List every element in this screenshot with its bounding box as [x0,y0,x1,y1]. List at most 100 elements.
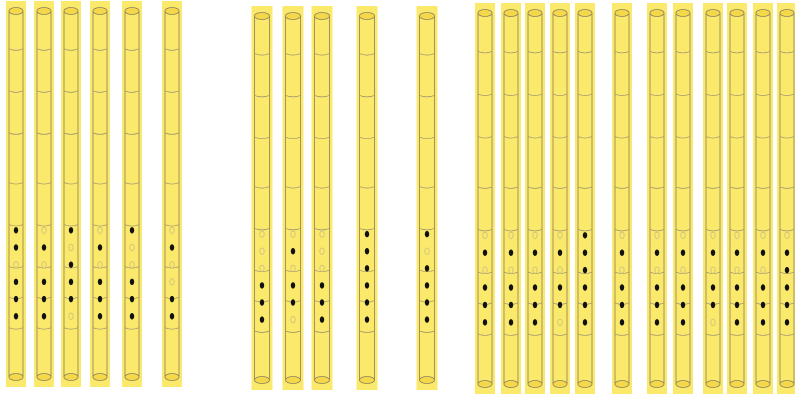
flute-body [286,14,301,382]
hole-filled [483,284,487,290]
hole-filled [785,267,789,273]
hole-filled [620,284,624,290]
flute-bottom-rim [64,374,78,381]
flute-body [730,11,744,386]
flute-body [504,11,518,386]
flute-body [420,14,435,382]
flute-bottom-rim [360,377,375,384]
hole-filled [620,319,624,325]
hole-filled [655,302,659,308]
hole-filled [14,279,18,285]
hole-filled [170,313,174,319]
flute [6,1,26,387]
hole-filled [98,313,102,319]
hole-filled [761,319,765,325]
flute-top-rim [756,10,770,17]
flute-bottom-rim [286,377,301,384]
hole-filled [291,299,295,305]
hole-filled [291,282,295,288]
hole-filled [583,319,587,325]
flute-body [315,14,330,382]
hole-filled [320,299,324,305]
hole-filled [320,282,324,288]
hole-filled [291,248,295,254]
flute [703,3,723,394]
flute-top-rim [360,13,375,20]
hole-filled [69,296,73,302]
flute-top-rim [255,13,270,20]
flute-bottom-rim [528,381,542,388]
flute-bottom-rim [553,381,567,388]
flute-bottom-rim [615,381,629,388]
flute [575,3,595,394]
hole-filled [735,319,739,325]
hole-filled [483,319,487,325]
flute [612,3,632,394]
flute-body [650,11,664,386]
flute [727,3,747,394]
flute-bottom-rim [315,377,330,384]
hole-filled [425,282,429,288]
flute-bottom-rim [780,381,794,388]
flute [550,3,570,394]
hole-filled [365,231,369,237]
flute-body [756,11,770,386]
flute-bottom-rim [676,381,690,388]
flute [647,3,667,394]
hole-filled [735,284,739,290]
flute-body [615,11,629,386]
flute-bottom-rim [420,377,435,384]
flute-top-rim [420,13,435,20]
flute-top-rim [478,10,492,17]
hole-filled [735,302,739,308]
hole-filled [320,316,324,322]
flute-top-rim [676,10,690,17]
hole-filled [711,249,715,255]
group-2 [252,6,438,390]
hole-filled [425,231,429,237]
flute-bottom-rim [93,374,107,381]
flute-bottom-rim [504,381,518,388]
flute [753,3,773,394]
hole-filled [761,249,765,255]
hole-filled [260,282,264,288]
flute-body [37,9,51,379]
hole-filled [583,302,587,308]
flute-bottom-rim [706,381,720,388]
hole-filled [483,249,487,255]
hole-filled [620,302,624,308]
hole-filled [509,249,513,255]
hole-filled [98,244,102,250]
hole-filled [14,244,18,250]
flute-body [676,11,690,386]
flute-top-rim [650,10,664,17]
flute-top-rim [93,8,107,15]
flute-body [64,9,78,379]
flute [525,3,545,394]
flute-top-rim [706,10,720,17]
flute-bottom-rim [650,381,664,388]
hole-filled [14,296,18,302]
hole-filled [655,319,659,325]
hole-filled [260,299,264,305]
hole-filled [533,302,537,308]
hole-filled [365,299,369,305]
flute-body [578,11,592,386]
flute-body [478,11,492,386]
flute-body [553,11,567,386]
hole-filled [761,284,765,290]
hole-filled [681,319,685,325]
flute-top-rim [315,13,330,20]
flute-body [706,11,720,386]
flute-top-rim [165,8,179,15]
flute [252,6,273,390]
hole-filled [365,248,369,254]
flute [34,1,54,387]
flute-top-rim [578,10,592,17]
hole-filled [583,249,587,255]
hole-filled [533,319,537,325]
flute-body [360,14,375,382]
hole-filled [583,284,587,290]
hole-filled [69,261,73,267]
